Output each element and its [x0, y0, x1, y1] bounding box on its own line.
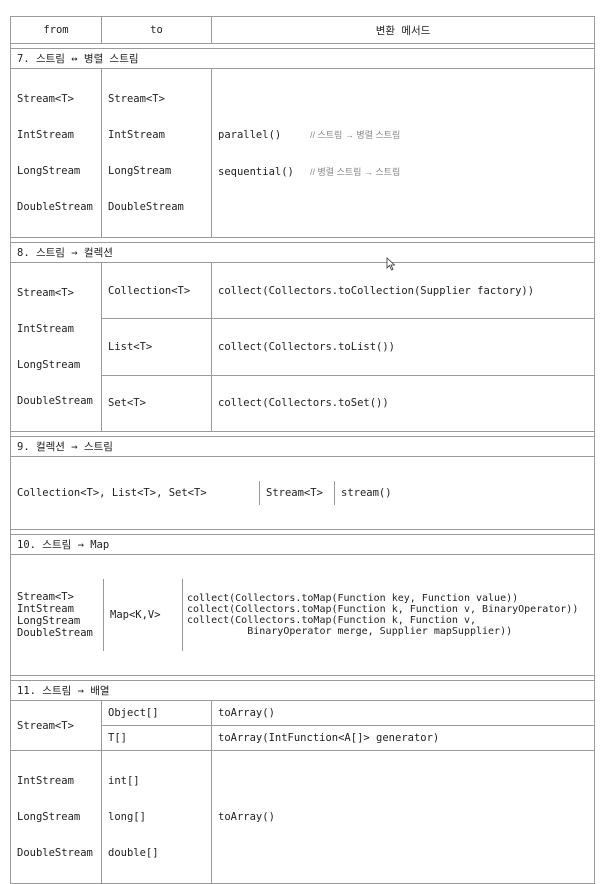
section-title: 9. 컬렉션 → 스트림 — [10, 436, 595, 457]
method-line: collect(Collectors.toMap(Function k, Fun… — [187, 615, 476, 626]
from-cell: Stream<T> IntStream LongStream DoubleStr… — [10, 262, 102, 432]
to-cell: Set<T> — [101, 374, 212, 433]
from-cell: Collection<T>, List<T>, Set<T> — [12, 481, 260, 505]
from-type: IntStream — [17, 775, 74, 787]
to-type: LongStream — [108, 165, 172, 177]
from-type: Stream<T> — [17, 93, 74, 105]
to-cell: Object[] — [101, 700, 212, 726]
section-title: 10. 스트림 → Map — [10, 534, 595, 555]
method-comment: // 병렬 스트림 → 스트림 — [310, 167, 401, 177]
method-comment: // 스트림 → 병렬 스트림 — [310, 130, 401, 140]
table-row: Stream<T> IntStream LongStream DoubleStr… — [10, 68, 595, 238]
method-line: BinaryOperator merge, Supplier mapSuppli… — [187, 626, 513, 637]
to-cell: Map<K,V> — [104, 579, 183, 651]
method-cell: collect(Collectors.toMap(Function key, F… — [183, 579, 582, 651]
to-cell: Stream<T> — [260, 481, 335, 505]
header-from: from — [10, 16, 102, 44]
from-type: IntStream — [17, 129, 74, 141]
from-cell: Stream<T> — [10, 700, 102, 751]
table-header: from to 변환 메서드 — [10, 16, 595, 44]
table-row: Stream<T> Object[] toArray() — [10, 700, 595, 751]
section-7-title: 7. 스트림 ↔ 병렬 스트림 — [10, 48, 595, 69]
to-cell: int[] long[] double[] — [101, 750, 212, 884]
to-cell: Stream<T> IntStream LongStream DoubleStr… — [101, 68, 212, 238]
section-10-title: 10. 스트림 → Map — [10, 534, 595, 555]
from-type: LongStream — [17, 811, 81, 823]
from-type: LongStream — [17, 615, 81, 627]
to-type: int[] — [108, 775, 140, 787]
method-line: collect(Collectors.toMap(Function key, F… — [187, 593, 519, 604]
method-cell: parallel() // 스트림 → 병렬 스트림 sequential() //… — [211, 68, 595, 238]
method-cell: stream() — [341, 487, 392, 499]
section-8-title: 8. 스트림 → 컬렉션 — [10, 242, 595, 263]
table-row: Collection<T>, List<T>, Set<T> Stream<T>… — [10, 456, 595, 530]
from-type: Stream<T> — [17, 591, 74, 603]
to-cell: List<T> — [101, 318, 212, 376]
method-text: parallel() — [218, 129, 282, 141]
table-row: Set<T> collect(Collectors.toSet()) — [11, 374, 595, 433]
section-title: 7. 스트림 ↔ 병렬 스트림 — [10, 48, 595, 69]
method-cell: collect(Collectors.toList()) — [211, 318, 595, 376]
table-row: IntStream LongStream DoubleStream int[] … — [10, 750, 595, 884]
row-cell: Stream<T> IntStream LongStream DoubleStr… — [10, 554, 595, 676]
conversion-table-container: from to 변환 메서드 7. 스트림 ↔ 병렬 스트림 Stream<T>… — [10, 16, 595, 884]
to-type: long[] — [108, 811, 146, 823]
from-type: IntStream — [17, 603, 74, 615]
to-type: Stream<T> — [108, 93, 165, 105]
method-cell: collect(Collectors.toSet()) — [211, 374, 595, 433]
row-cell: Collection<T>, List<T>, Set<T> Stream<T>… — [10, 456, 595, 530]
from-cell: Stream<T> IntStream LongStream DoubleStr… — [12, 579, 104, 651]
to-type: IntStream — [108, 129, 165, 141]
method-cell: toArray(IntFunction<A[]> generator) — [211, 725, 595, 751]
from-type: DoubleStream — [17, 847, 93, 859]
from-type: DoubleStream — [17, 627, 93, 639]
section-title: 8. 스트림 → 컬렉션 — [10, 242, 595, 263]
method-cell: collect(Collectors.toCollection(Supplier… — [211, 261, 595, 320]
conversion-table: from to 변환 메서드 7. 스트림 ↔ 병렬 스트림 Stream<T>… — [10, 16, 595, 884]
from-type: LongStream — [17, 359, 81, 371]
to-type: DoubleStream — [108, 201, 184, 213]
from-type: LongStream — [17, 165, 81, 177]
section-title: 11. 스트림 → 배열 — [10, 680, 595, 701]
from-type: DoubleStream — [17, 395, 93, 407]
section-11-title: 11. 스트림 → 배열 — [10, 680, 595, 701]
to-type: double[] — [108, 847, 159, 859]
table-row: Stream<T> IntStream LongStream DoubleStr… — [10, 261, 595, 432]
to-cell: Collection<T> — [101, 261, 212, 320]
from-type: Stream<T> — [17, 287, 74, 299]
method-line: collect(Collectors.toMap(Function k, Fun… — [187, 604, 579, 615]
header-method: 변환 메서드 — [211, 16, 595, 44]
table-row: List<T> collect(Collectors.toList()) — [11, 318, 595, 376]
from-type: DoubleStream — [17, 201, 93, 213]
header-to: to — [101, 16, 212, 44]
to-cell: T[] — [101, 725, 212, 751]
from-cell: IntStream LongStream DoubleStream — [10, 750, 102, 884]
from-type: IntStream — [17, 323, 74, 335]
from-cell: Stream<T> IntStream LongStream DoubleStr… — [10, 68, 102, 238]
method-text: sequential() — [218, 166, 294, 178]
section-9-title: 9. 컬렉션 → 스트림 — [10, 436, 595, 457]
method-cell: toArray() — [211, 700, 595, 726]
mouse-cursor-icon — [386, 257, 396, 271]
table-row: Stream<T> IntStream LongStream DoubleStr… — [10, 554, 595, 676]
method-cell: toArray() — [211, 750, 595, 884]
